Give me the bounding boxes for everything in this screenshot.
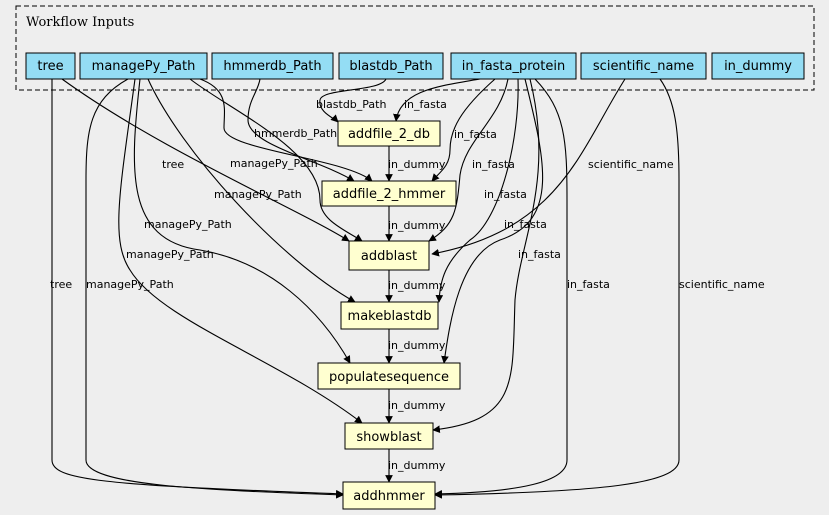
step-node-populatesequence[interactable]: populatesequence (317, 362, 461, 390)
step-label: addhmmer (353, 489, 425, 504)
edge-label-hmmerdb-path: hmmerdb_Path (254, 127, 337, 140)
edge-label-in-dummy: in_dummy (388, 399, 446, 412)
edge-infasta-to-showblast (432, 78, 540, 434)
edge-managepy-to-showblast (118, 78, 363, 424)
edge-labels: blastdb_Path in_fasta hmmerdb_Path in_fa… (50, 98, 765, 472)
edge-label-in-fasta: in_fasta (484, 188, 527, 201)
edge-managepy-to-makeblastdb (147, 78, 356, 303)
edge-label-managepy-path: managePy_Path (126, 248, 214, 261)
edge-label-tree: tree (50, 278, 72, 291)
step-label: populatesequence (329, 370, 449, 385)
edge-label-in-dummy: in_dummy (388, 158, 446, 171)
edge-label-managepy-path: managePy_Path (214, 188, 302, 201)
step-node-addblast[interactable]: addblast (348, 240, 430, 271)
input-node-in-dummy[interactable]: in_dummy (711, 52, 805, 80)
step-nodes: addfile_2_db addfile_2_hmmer addblast ma… (317, 120, 461, 510)
edge-label-in-dummy: in_dummy (388, 459, 446, 472)
edge-blastdb-to-addfile2db (319, 78, 387, 123)
input-label: in_dummy (724, 59, 792, 74)
input-node-managepy-path[interactable]: managePy_Path (79, 52, 208, 80)
edge-label-managepy-path: managePy_Path (86, 278, 174, 291)
edge-label-scientific-name: scientific_name (588, 158, 674, 171)
input-node-blastdb-path[interactable]: blastdb_Path (338, 52, 444, 80)
cluster-title: Workflow Inputs (26, 15, 134, 30)
step-node-showblast[interactable]: showblast (344, 422, 434, 450)
edge-label-tree: tree (162, 158, 184, 171)
step-label: makeblastdb (348, 309, 432, 324)
workflow-inputs-cluster: Workflow Inputs (15, 5, 815, 91)
edge-label-blastdb-path: blastdb_Path (316, 98, 386, 111)
input-label: scientific_name (593, 59, 694, 74)
step-node-addfile-2-db[interactable]: addfile_2_db (337, 120, 441, 147)
edge-label-managepy-path: managePy_Path (230, 157, 318, 170)
edge-managepy-to-addfile2hmmer (199, 78, 373, 182)
edge-label-managepy-path: managePy_Path (144, 218, 232, 231)
input-label: managePy_Path (92, 59, 196, 74)
edge-infasta-to-makeblastdb (435, 78, 519, 303)
edge-label-in-fasta: in_fasta (454, 128, 497, 141)
edge-scientific-to-addhmmer (434, 78, 680, 499)
step-node-makeblastdb[interactable]: makeblastdb (340, 301, 439, 330)
input-label: tree (37, 59, 63, 74)
edge-tree-to-addhmmer (51, 79, 344, 498)
edges (51, 78, 680, 499)
edge-label-in-fasta: in_fasta (504, 218, 547, 231)
input-label: in_fasta_protein (462, 59, 565, 74)
input-label: hmmerdb_Path (223, 59, 321, 74)
edge-label-in-dummy: in_dummy (388, 279, 446, 292)
edge-label-in-dummy: in_dummy (388, 219, 446, 232)
edge-infasta-to-addfile2db (393, 78, 481, 122)
input-nodes: tree managePy_Path hmmerdb_Path blastdb_… (25, 52, 805, 80)
step-label: addfile_2_db (348, 127, 430, 142)
edge-scientific-to-addblast (431, 78, 626, 257)
edge-infasta-to-addblast (428, 78, 509, 242)
input-node-hmmerdb-path[interactable]: hmmerdb_Path (211, 52, 334, 80)
input-node-tree[interactable]: tree (25, 52, 76, 80)
step-node-addhmmer[interactable]: addhmmer (342, 481, 436, 510)
step-label: showblast (356, 430, 421, 445)
edge-tree-to-addblast (61, 78, 350, 242)
step-label: addblast (361, 249, 417, 264)
input-node-scientific-name[interactable]: scientific_name (580, 52, 707, 80)
edge-label-scientific-name: scientific_name (679, 278, 765, 291)
edge-label-in-fasta: in_fasta (404, 98, 447, 111)
edge-infasta-to-addhmmer (434, 78, 568, 498)
edge-label-in-fasta: in_fasta (472, 158, 515, 171)
step-label: addfile_2_hmmer (333, 187, 446, 202)
edge-label-in-fasta: in_fasta (567, 278, 610, 291)
edge-managepy-to-populatesequence (133, 78, 351, 364)
input-node-in-fasta-protein[interactable]: in_fasta_protein (450, 52, 577, 80)
edge-managepy-to-addblast (189, 78, 363, 242)
step-node-addfile-2-hmmer[interactable]: addfile_2_hmmer (321, 180, 457, 207)
input-label: blastdb_Path (349, 59, 432, 74)
edge-managepy-to-addhmmer (85, 78, 344, 499)
edge-label-in-fasta: in_fasta (518, 248, 561, 261)
edge-label-in-dummy: in_dummy (388, 339, 446, 352)
edge-infasta-to-addfile2hmmer (431, 78, 496, 182)
edge-hmmerdb-to-addfile2hmmer (247, 78, 355, 182)
